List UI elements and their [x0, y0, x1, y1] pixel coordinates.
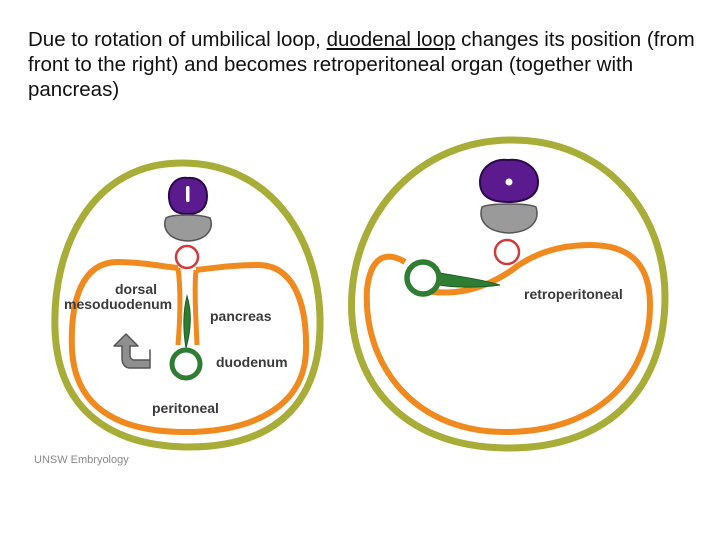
left-central-canal [186, 186, 190, 202]
left-body-wall [51, 159, 324, 451]
left-duodenum [169, 347, 203, 381]
credit-unsw-embryology: UNSW Embryology [34, 454, 129, 466]
caption-text-end: changes its position (from front to the … [28, 28, 695, 101]
left-diagram: dorsal mesoduodenum pancreas duodenum pe… [51, 159, 324, 451]
curved-arrow-icon [113, 333, 151, 369]
caption-text-start: Due to rotation of umbilical loop, [28, 28, 327, 51]
left-mesoduodenum-left-layer [175, 267, 183, 346]
label-mesoduodenum: mesoduodenum [64, 296, 172, 312]
right-central-canal [505, 178, 513, 186]
label-retroperitoneal: retroperitoneal [524, 286, 623, 302]
left-mesoduodenum-right-layer [192, 269, 200, 346]
right-pancreas [433, 271, 501, 288]
right-vertebra [480, 203, 538, 234]
right-aorta [493, 238, 521, 266]
caption-link-duodenal-loop[interactable]: duodenal loop [326, 28, 456, 51]
label-dorsal: dorsal [115, 281, 157, 297]
label-peritoneal: peritoneal [152, 400, 219, 416]
left-vertebra [164, 214, 212, 242]
right-diagram: retroperitoneal [348, 136, 669, 452]
left-peritoneum [68, 259, 310, 435]
label-pancreas: pancreas [210, 308, 272, 324]
left-aorta [174, 244, 200, 270]
label-duodenum: duodenum [216, 354, 288, 370]
right-duodenum [404, 259, 442, 297]
left-pancreas [183, 294, 191, 349]
caption: Due to rotation of umbilical loop, duode… [28, 27, 698, 102]
right-peritoneum [363, 242, 653, 435]
right-body-wall [348, 136, 669, 452]
